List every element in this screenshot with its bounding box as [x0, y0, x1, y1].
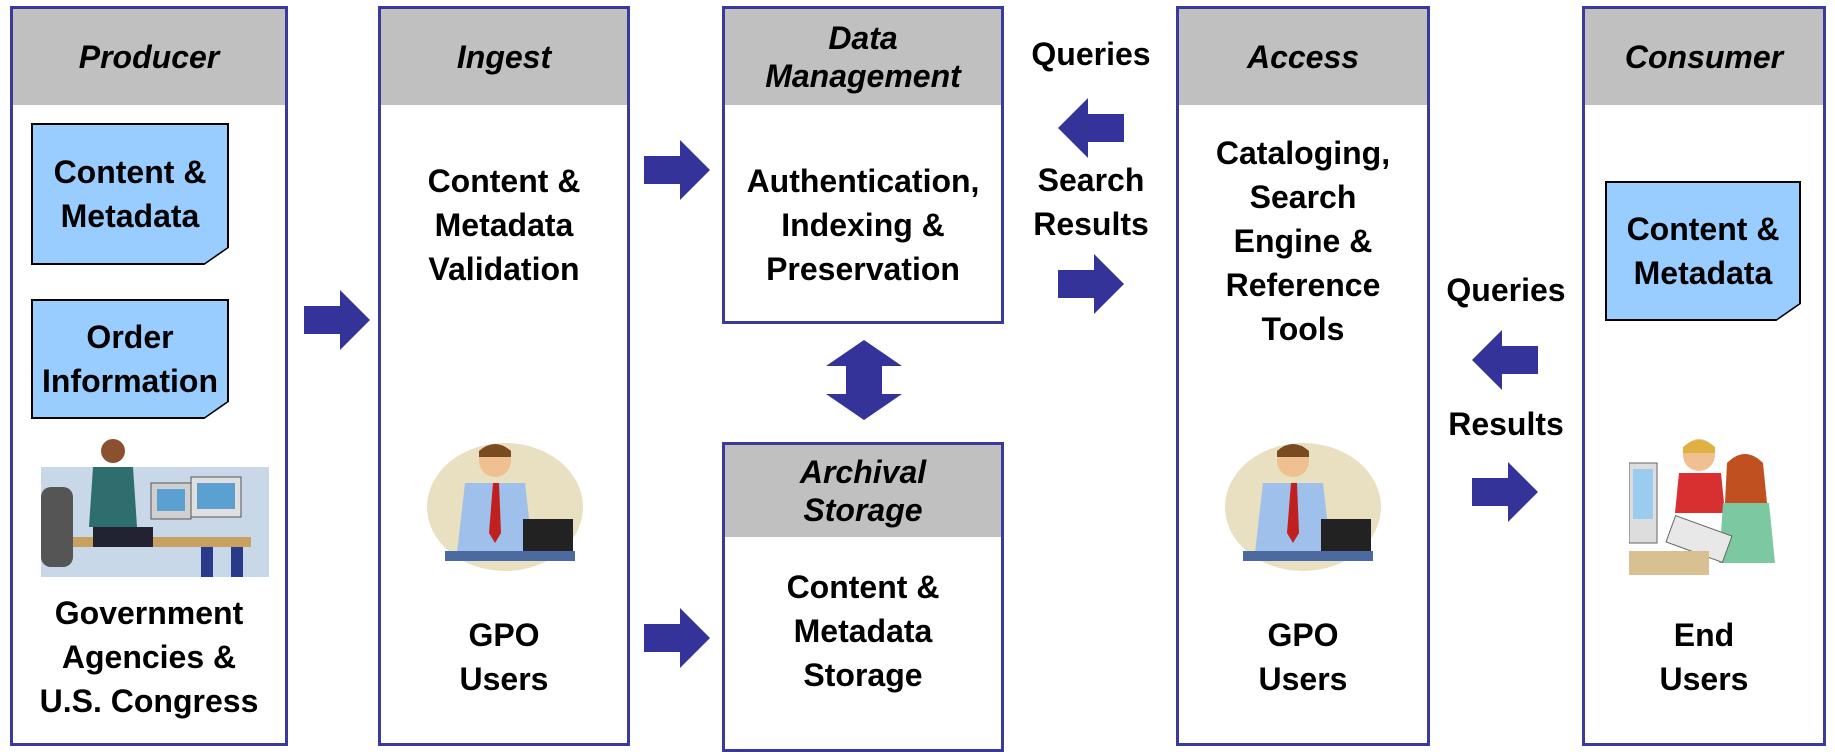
order-information-note-text: Order Information [42, 319, 218, 399]
arrow-left-icon [1058, 98, 1124, 158]
data-management-box: Data Management Authentication, Indexing… [722, 6, 1004, 324]
results-label-right: Results [1448, 406, 1564, 442]
arrow-right-icon [1472, 462, 1538, 522]
data-management-header: Data Management [725, 9, 1001, 105]
search-results-label: Search Results [1033, 162, 1149, 242]
archival-storage-box: Archival Storage Content & Metadata Stor… [722, 442, 1004, 752]
arrow-right-icon [644, 608, 710, 668]
children-at-computer-icon [1629, 439, 1775, 575]
page-fold-icon [203, 401, 229, 419]
content-metadata-note-text: Content & Metadata [53, 154, 207, 234]
ingest-caption: GPO Users [459, 617, 549, 697]
data-management-body: Authentication, Indexing & Preservation [746, 163, 980, 287]
access-column: Access Cataloging, Search Engine & Refer… [1176, 6, 1430, 746]
page-fold-icon [1775, 303, 1801, 321]
person-at-drafting-desk-icon [41, 439, 269, 577]
queries-label-top: Queries [1031, 36, 1151, 72]
consumer-content-metadata-note-text: Content & Metadata [1626, 211, 1780, 291]
access-header: Access [1179, 9, 1427, 105]
archival-storage-body: Content & Metadata Storage [786, 569, 940, 693]
arrow-right-icon [1058, 254, 1124, 314]
producer-column: Producer Content & Metadata Order Inform… [10, 6, 288, 746]
ingest-header: Ingest [381, 9, 627, 105]
man-with-laptop-icon [1225, 443, 1381, 571]
arrow-right-icon [644, 140, 710, 200]
page-fold-icon [203, 247, 229, 265]
archival-storage-header: Archival Storage [725, 445, 1001, 537]
access-body: Cataloging, Search Engine & Reference To… [1215, 135, 1391, 347]
arrow-left-icon [1472, 330, 1538, 390]
queries-label-right: Queries [1446, 272, 1566, 308]
double-arrow-vertical-icon [826, 340, 902, 420]
producer-header: Producer [13, 9, 285, 105]
consumer-header: Consumer [1585, 9, 1823, 105]
consumer-column: Consumer Content & Metadata End Users [1582, 6, 1826, 746]
producer-caption: Government Agencies & U.S. Congress [39, 595, 259, 719]
ingest-body: Content & Metadata Validation [427, 163, 581, 287]
order-information-note: Order Information [31, 299, 229, 419]
arrow-right-icon [304, 290, 370, 350]
content-metadata-note: Content & Metadata [31, 123, 229, 265]
access-caption: GPO Users [1258, 617, 1348, 697]
ingest-column: Ingest Content & Metadata Validation GPO… [378, 6, 630, 746]
consumer-content-metadata-note: Content & Metadata [1605, 181, 1801, 321]
consumer-caption: End Users [1659, 617, 1749, 697]
man-with-laptop-icon [427, 443, 583, 571]
